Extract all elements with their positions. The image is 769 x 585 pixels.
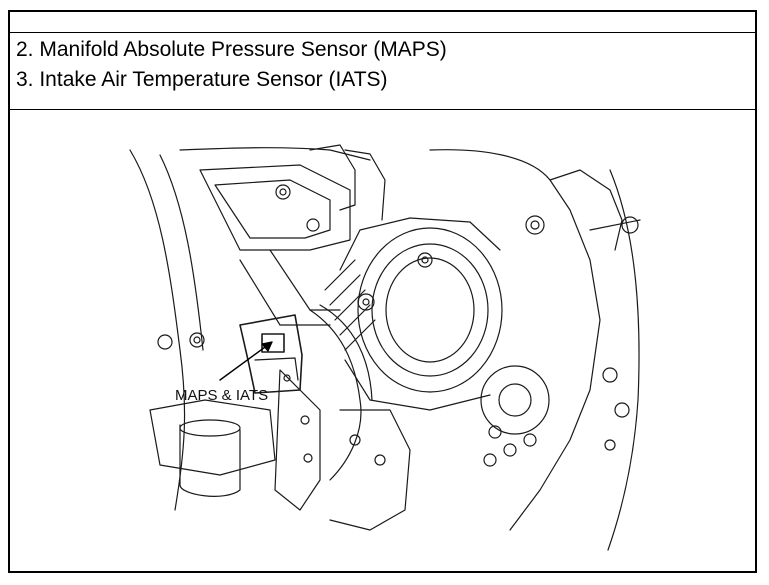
title-box: 2. Manifold Absolute Pressure Sensor (MA… [10,32,755,110]
lower-mount-cylinder-top [179,419,241,437]
sensor-bolt [283,374,291,382]
housing-rib-2 [239,259,331,326]
right-housing-outline-2 [549,169,623,251]
lower-mount [149,399,276,476]
housing-rib [269,249,341,311]
lower-bolt [349,434,361,446]
pulley-inner [498,383,532,417]
bracket-top-2 [344,149,386,221]
lower-mount-cylinder [179,424,241,497]
bolt-2 [306,218,320,232]
housing-outline-left-inner [159,154,204,351]
housing-panel-inner [214,179,331,239]
bolt-3-inner [193,336,201,344]
bolt-right-upper [417,252,433,268]
lower-bolt-2 [374,454,386,466]
bolt-lower-left [157,334,173,350]
bolt-right-top [525,215,545,235]
cluster-bolt-3 [523,433,537,447]
bolt-right-upper-inner [421,256,429,264]
sensor-connector [254,357,299,381]
bolt-far-right [621,216,639,234]
gear-bolt-1 [300,415,310,425]
lower-housing [329,409,411,531]
housing-outline-top [179,147,371,161]
sensor-body [239,314,303,394]
callout-label: MAPS & IATS [175,387,268,404]
sensor-title-iats: 3. Intake Air Temperature Sensor (IATS) [16,68,388,91]
diagram-frame: 2. Manifold Absolute Pressure Sensor (MA… [8,10,757,573]
throttle-fins [324,259,376,351]
cluster-bolt-4 [483,453,497,467]
cluster-bolt-1 [488,425,502,439]
bolt-throttle [357,293,375,311]
throttle-body-bore [385,257,475,363]
bolt-1 [275,184,291,200]
right-edge [607,169,640,551]
engine-diagram: MAPS & IATS [10,110,755,571]
housing-outline-left [129,149,186,511]
bolt-right-top-inner [530,220,540,230]
callout-arrowhead [261,341,273,352]
callout-leader [219,341,273,381]
bolt-1-inner [279,188,287,196]
cluster-bolt-7 [604,439,616,451]
engine-illustration: MAPS & IATS [129,144,641,551]
throttle-body-outer [357,227,503,393]
housing-panel [199,164,351,251]
gear-housing [274,369,321,511]
right-edge-2 [589,219,641,231]
throttle-flange-lower [344,359,491,411]
sensor-title-maps: 2. Manifold Absolute Pressure Sensor (MA… [16,38,447,61]
gear-bolt-2 [303,453,313,463]
right-housing-outline [429,149,601,531]
faint-header-mark [20,14,160,26]
gear-arm [309,309,362,481]
sensor-window [261,333,285,353]
cluster-bolt-5 [602,367,618,383]
bracket-top [309,144,356,211]
throttle-body-mid [371,243,489,377]
throttle-flange [339,217,501,271]
cluster-bolt-2 [503,443,517,457]
bolt-throttle-inner [362,298,370,306]
bolt-3 [189,332,205,348]
cluster-bolt-6 [614,402,630,418]
pulley-outer [480,365,550,435]
gear-arm-2 [319,304,373,401]
